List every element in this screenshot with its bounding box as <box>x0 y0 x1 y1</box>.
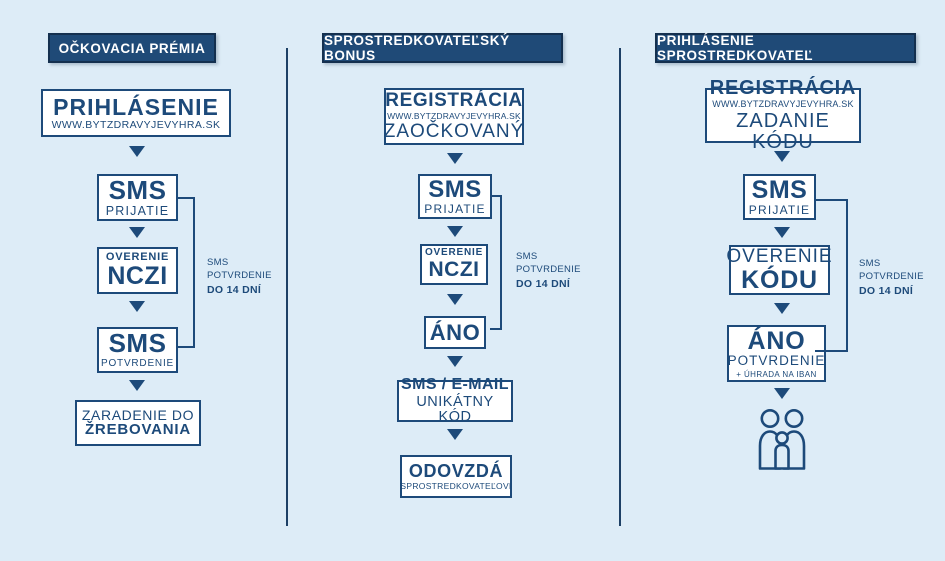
box-prihlasenie: PRIHLÁSENIE WWW.BYTZDRAVYJEVYHRA.SK <box>41 89 231 137</box>
box-sms-potvrdenie-sub: POTVRDENIE <box>100 358 174 370</box>
note-sms-confirmation-1: SMS POTVRDENIE DO 14 DNÍ <box>207 257 287 297</box>
box-zaradenie-title: ŽREBOVANIA <box>84 421 192 439</box>
column2-header-label: SPROSTREDKOVATEĽSKÝ BONUS <box>324 33 510 63</box>
arrow-down-icon <box>447 356 463 367</box>
box-odovzda: ODOVZDÁ SPROSTREDKOVATEĽOVI <box>400 455 512 498</box>
box-overenie-nczi-1-top: OVERENIE <box>105 250 170 263</box>
family-icon <box>758 409 806 470</box>
box-registracia-zadanie-kodu: REGISTRÁCIA WWW.BYTZDRAVYJEVYHRA.SK ZADA… <box>705 78 861 152</box>
box-sms-prijatie-2-sub: PRIJATIE <box>424 202 486 217</box>
arrow-down-icon <box>447 153 463 164</box>
box-odovzda-title: ODOVZDÁ <box>408 460 504 481</box>
column3-header-label: PRIHLÁSENIE SPROSTREDKOVATEĽ <box>657 33 814 63</box>
box-ano-3-sub: POTVRDENIE <box>727 353 826 369</box>
arrow-down-icon <box>447 226 463 237</box>
arrow-down-icon <box>129 380 145 391</box>
arrow-down-icon <box>774 303 790 314</box>
note2-line2: DO 14 DNÍ <box>516 277 571 290</box>
box-sms-prijatie-1-sub: PRIJATIE <box>105 204 170 219</box>
box-sms-prijatie-3-sub: PRIJATIE <box>748 203 811 218</box>
box-prihlasenie-url: WWW.BYTZDRAVYJEVYHRA.SK <box>51 119 221 132</box>
box-reg2-bottom: ZAOČKOVANÝ <box>383 120 525 142</box>
arrow-down-icon <box>447 429 463 440</box>
box-odovzda-sub: SPROSTREDKOVATEĽOVI <box>400 481 512 492</box>
note2-line1: SMS POTVRDENIE <box>516 251 581 275</box>
box-sms-prijatie-1: SMS PRIJATIE <box>97 174 178 221</box>
bracket-sms-confirmation-1 <box>177 197 195 348</box>
box-sms-potvrdenie: SMS POTVRDENIE <box>97 327 178 373</box>
box-overenie-kodu-title: KÓDU <box>741 265 818 294</box>
note1-line1: SMS POTVRDENIE <box>207 257 272 281</box>
arrow-down-icon <box>774 151 790 162</box>
box-sms-prijatie-3: SMS PRIJATIE <box>743 174 816 220</box>
note-sms-confirmation-3: SMS POTVRDENIE DO 14 DNÍ <box>859 258 939 298</box>
box-sms-potvrdenie-title: SMS <box>108 328 167 359</box>
box-reg2-title: REGISTRÁCIA <box>385 90 523 112</box>
box-overenie-nczi-2-title: NCZI <box>428 257 480 281</box>
box-ano-potvrdenie: ÁNO POTVRDENIE + ÚHRADA NA IBAN <box>727 325 826 382</box>
box-registracia-zaockovany: REGISTRÁCIA WWW.BYTZDRAVYJEVYHRA.SK ZAOČ… <box>384 88 524 145</box>
box-zaradenie: ZARADENIE DO ŽREBOVANIA <box>75 400 201 446</box>
box-overenie-kodu-top: OVERENIE <box>726 245 833 267</box>
box-reg3-title: REGISTRÁCIA <box>709 77 857 100</box>
column3-header: PRIHLÁSENIE SPROSTREDKOVATEĽ <box>655 33 916 63</box>
arrow-down-icon <box>774 388 790 399</box>
box-overenie-nczi-2-top: OVERENIE <box>424 247 484 259</box>
box-sms-prijatie-3-title: SMS <box>751 176 808 205</box>
note1-line2: DO 14 DNÍ <box>207 283 262 296</box>
arrow-down-icon <box>129 227 145 238</box>
box-sms-email-title: SMS / E-MAIL <box>401 375 509 393</box>
note3-line2: DO 14 DNÍ <box>859 284 914 297</box>
box-sms-email: SMS / E-MAIL UNIKÁTNY KÓD <box>397 375 513 425</box>
bracket-sms-confirmation-3 <box>815 199 848 352</box>
arrow-down-icon <box>129 301 145 312</box>
box-sms-prijatie-2: SMS PRIJATIE <box>418 174 492 219</box>
note-sms-confirmation-2: SMS POTVRDENIE DO 14 DNÍ <box>516 251 596 291</box>
box-ano-2-title: ÁNO <box>429 319 481 345</box>
box-reg3-bottom: ZADANIE KÓDU <box>736 109 830 153</box>
box-overenie-nczi-1: OVERENIE NCZI <box>97 247 178 294</box>
box-ano-3-extra: + ÚHRADA NA IBAN <box>736 369 817 379</box>
column1-header-label: OČKOVACIA PRÉMIA <box>58 40 206 56</box>
column1-header: OČKOVACIA PRÉMIA <box>48 33 216 63</box>
box-zaradenie-top: ZARADENIE DO <box>81 406 195 423</box>
arrow-down-icon <box>129 146 145 157</box>
arrow-down-icon <box>447 294 463 305</box>
column2-header: SPROSTREDKOVATEĽSKÝ BONUS <box>322 33 563 63</box>
bracket-sms-confirmation-2 <box>490 195 502 330</box>
box-sms-prijatie-2-title: SMS <box>428 176 482 204</box>
box-ano-3-title: ÁNO <box>747 327 806 356</box>
note3-line1: SMS POTVRDENIE <box>859 258 924 282</box>
box-prihlasenie-title: PRIHLÁSENIE <box>53 93 219 120</box>
arrow-down-icon <box>774 227 790 238</box>
column-divider-1 <box>286 48 288 526</box>
box-reg3-url: WWW.BYTZDRAVYJEVYHRA.SK <box>712 99 854 110</box>
box-overenie-nczi-2: OVERENIE NCZI <box>420 244 488 285</box>
box-reg2-url: WWW.BYTZDRAVYJEVYHRA.SK <box>387 111 521 122</box>
box-sms-prijatie-1-title: SMS <box>108 174 167 205</box>
box-sms-email-sub: UNIKÁTNY KÓD <box>416 393 494 425</box>
column-divider-2 <box>619 48 621 526</box>
box-ano-2: ÁNO <box>424 316 486 349</box>
box-overenie-nczi-1-title: NCZI <box>107 262 168 291</box>
box-overenie-kodu: OVERENIE KÓDU <box>726 245 833 295</box>
